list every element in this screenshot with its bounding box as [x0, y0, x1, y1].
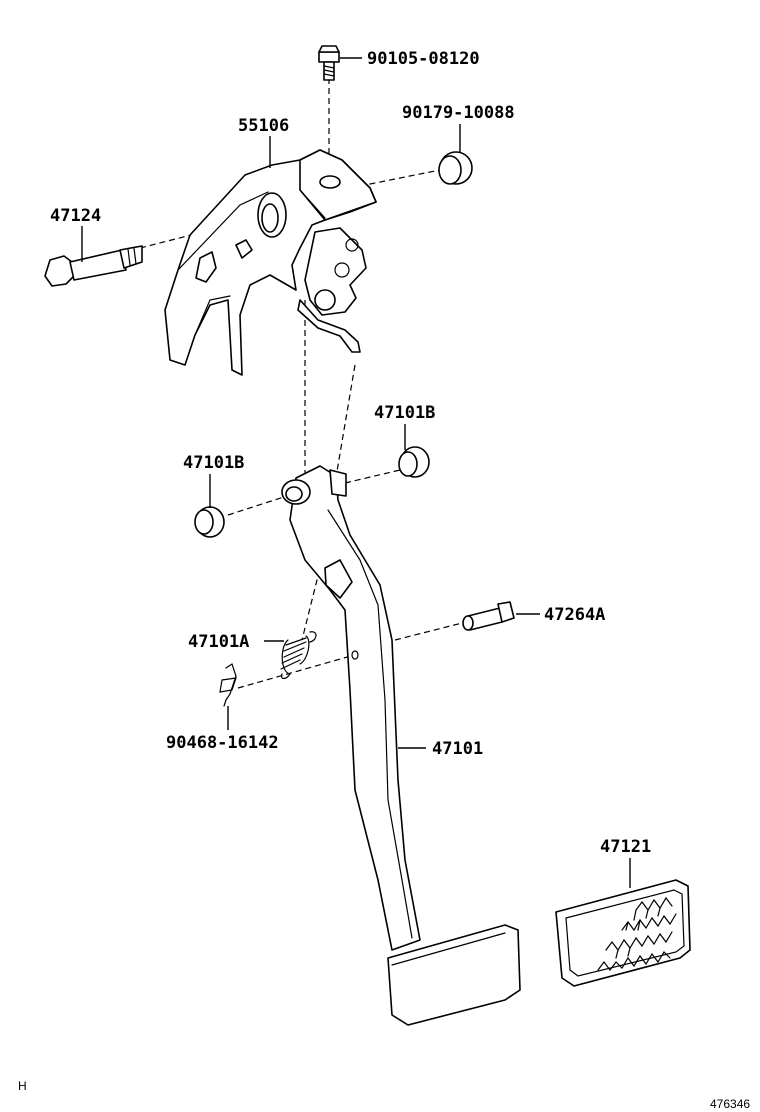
corner-code: H [18, 1079, 27, 1093]
callout-bushing-top: 90179-10088 [402, 103, 515, 123]
retaining-clip-part [219, 663, 237, 707]
callout-bracket: 55106 [238, 116, 289, 136]
pedal-pad-mounted-part [387, 924, 521, 1026]
callout-bushing-right: 47101B [374, 403, 435, 423]
callout-bolt-top: 90105-08120 [367, 49, 480, 69]
callout-pedal-arm: 47101 [432, 739, 483, 759]
pedal-arm-part [281, 465, 421, 951]
pivot-bolt-part [44, 245, 143, 287]
leader-lines [81, 57, 631, 888]
stop-pin-part [462, 601, 515, 631]
callout-clip: 90468-16142 [166, 733, 279, 753]
bushing-left-part [194, 506, 225, 538]
collar-bushing-part [438, 151, 473, 185]
callout-spring: 47101A [188, 632, 249, 652]
callout-pedal-pad: 47121 [600, 837, 651, 857]
callout-bushing-left: 47101B [183, 453, 244, 473]
callout-pivot-bolt: 47124 [50, 206, 101, 226]
figure-number: 476346 [710, 1097, 750, 1111]
bushing-right-part [398, 446, 430, 478]
flange-bolt-part [318, 45, 340, 81]
pedal-bracket-part [164, 149, 377, 376]
pedal-pad-cover-part [555, 879, 691, 987]
return-spring-part [280, 631, 317, 680]
callout-stop-pin: 47264A [544, 605, 605, 625]
